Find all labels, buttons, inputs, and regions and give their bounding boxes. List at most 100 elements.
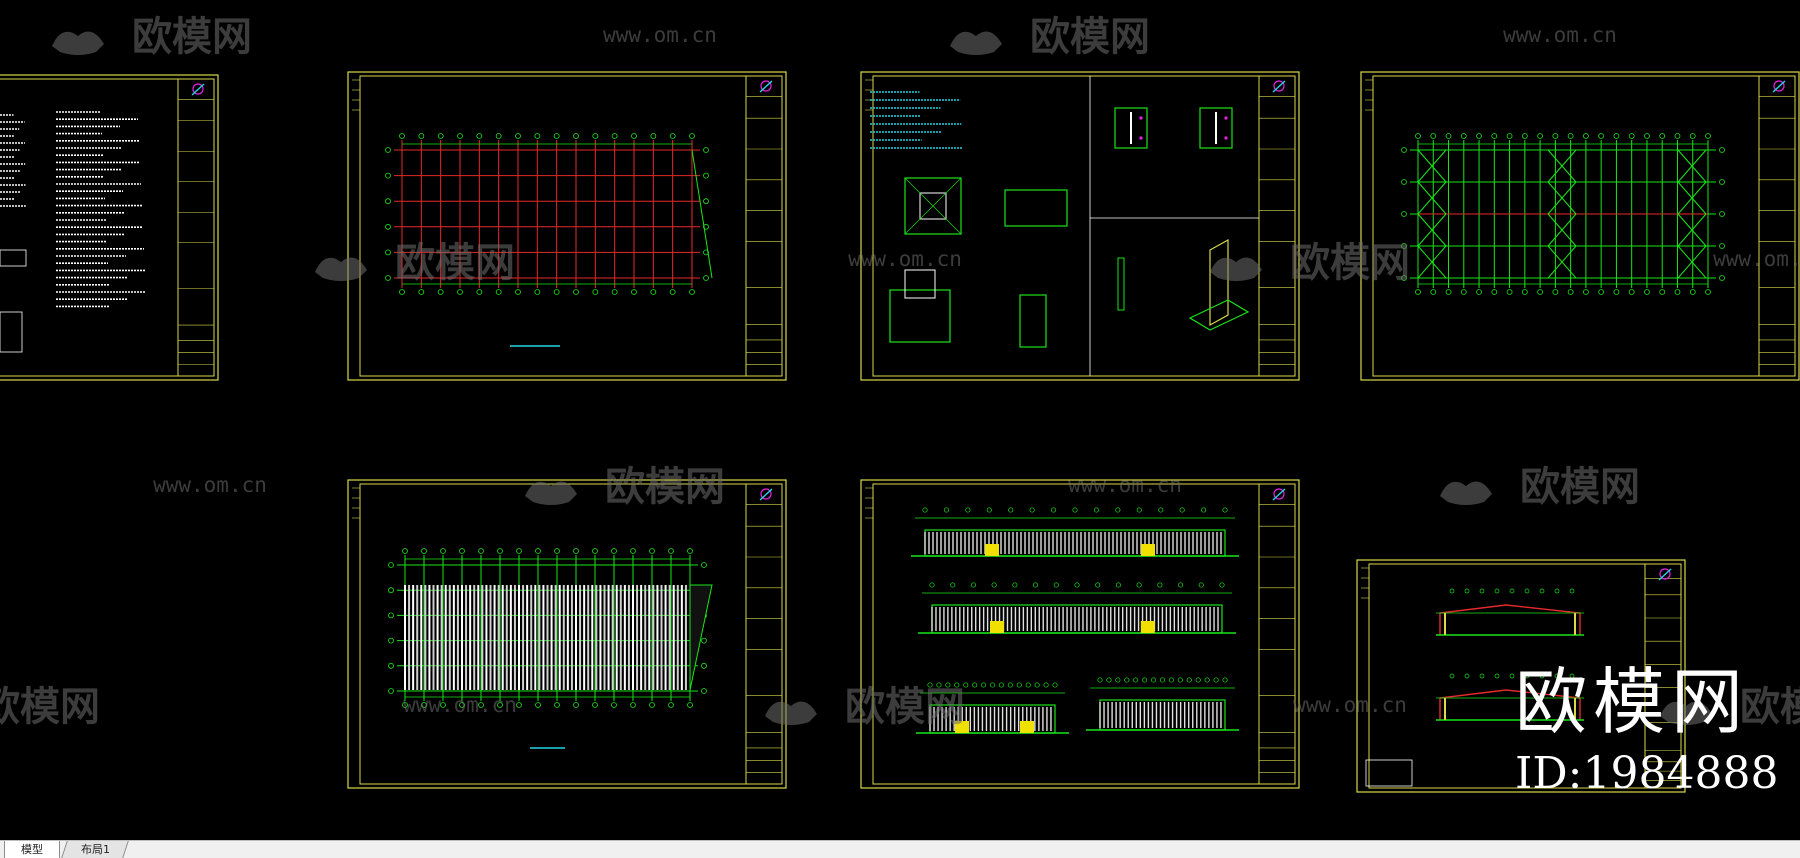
bracing-cross	[1677, 149, 1707, 183]
axis-bubble	[998, 682, 1004, 688]
axis-bubble	[1537, 289, 1544, 295]
axis-bubble	[421, 548, 427, 554]
tab-layout1-label: 布局1	[80, 843, 110, 856]
drawing-sheet-6	[1356, 559, 1686, 793]
layout-tab-bar: 模型 布局1	[0, 840, 1800, 858]
axis-bubble	[1460, 133, 1467, 139]
axis-bubble	[1415, 289, 1421, 295]
bracing-cross	[1417, 181, 1447, 215]
axis-bubble	[388, 612, 394, 619]
pier	[904, 269, 936, 299]
axis-bubble	[1178, 582, 1184, 588]
watermark-sofa-icon	[1440, 481, 1492, 505]
axis-bubble	[1569, 588, 1575, 594]
axis-bubble	[1029, 507, 1035, 513]
axis-bubble	[1494, 673, 1500, 679]
watermark-url: www.om.cn	[1503, 23, 1617, 47]
column-detail	[1019, 294, 1047, 348]
axis-bubble	[573, 702, 579, 708]
elevation-outline	[924, 529, 1226, 557]
axis-bubble	[1569, 673, 1575, 679]
axis-bubble	[1539, 673, 1545, 679]
axis-bubble	[1598, 133, 1605, 139]
axis-bubble	[1142, 677, 1148, 683]
company-logo-icon	[1273, 488, 1285, 500]
axis-bubble	[457, 133, 463, 139]
axis-bubble	[1554, 588, 1560, 594]
door-opening	[955, 721, 969, 733]
axis-bubble	[573, 548, 579, 554]
bracing-cross	[1417, 213, 1447, 247]
axis-bubble	[421, 702, 427, 708]
tab-model[interactable]: 模型	[4, 841, 60, 858]
axis-bubble	[1158, 507, 1164, 513]
axis-bubble	[650, 289, 657, 295]
axis-bubble	[1222, 507, 1228, 513]
axis-bubble	[1689, 133, 1696, 139]
watermark-url: www.om.cn	[153, 473, 267, 497]
axis-bubble	[495, 133, 502, 139]
column-section	[919, 192, 947, 220]
axis-bubble	[1479, 673, 1485, 679]
diagonal	[904, 177, 962, 235]
bracing-cross	[1547, 245, 1577, 279]
bracing-cross	[1547, 181, 1577, 215]
company-logo-mark	[759, 80, 773, 93]
company-logo-icon	[760, 80, 772, 92]
axis-bubble	[1157, 582, 1163, 588]
axis-bubble	[476, 289, 483, 295]
axis-bubble	[457, 289, 463, 295]
sheet-border	[860, 71, 1300, 381]
axis-bubble	[1016, 682, 1022, 688]
axis-bubble	[385, 198, 391, 205]
axis-bubble	[687, 548, 693, 554]
elevation-outline	[1099, 699, 1226, 731]
tab-layout1[interactable]: 布局1	[61, 841, 129, 858]
axis-bubble	[1415, 133, 1421, 139]
axis-bubble	[689, 289, 695, 295]
watermark-url: www.om.cn	[1713, 247, 1800, 271]
watermark-brand: 欧模网	[132, 14, 252, 60]
axis-bubble	[1598, 289, 1605, 295]
axis-bubble	[1401, 179, 1407, 185]
axis-bubble	[1524, 673, 1530, 679]
axis-bubble	[1506, 133, 1513, 139]
axis-bubble	[592, 548, 598, 554]
axis-bubble	[1445, 289, 1452, 295]
axis-bubble	[478, 548, 484, 554]
axis-bubble	[1659, 133, 1666, 139]
axis-bubble	[1491, 289, 1498, 295]
axis-bubble	[1479, 588, 1485, 594]
notes-table	[0, 311, 23, 353]
axis-bubble	[553, 289, 560, 295]
axis-bubble	[1401, 275, 1407, 281]
axis-bubble	[553, 133, 560, 139]
sheet-inner-border	[872, 483, 1296, 785]
axis-bubble	[1644, 133, 1650, 139]
axis-bubble	[981, 682, 987, 688]
axis-bubble	[1222, 677, 1228, 683]
axis-bubble	[385, 249, 391, 256]
axis-bubble	[497, 548, 503, 554]
axis-bubble	[1644, 289, 1650, 295]
axis-bubble	[1430, 133, 1437, 139]
watermark-sofa-icon	[950, 31, 1002, 55]
axis-bubble	[440, 548, 446, 554]
axis-bubble	[669, 133, 676, 139]
watermark-sofa-icon	[525, 481, 577, 505]
company-logo-icon	[760, 488, 772, 500]
axis-bubble	[1401, 211, 1407, 217]
company-logo-mark	[1658, 568, 1672, 581]
tab-model-label: 模型	[21, 843, 43, 856]
i-beam-section	[1114, 107, 1148, 149]
axis-bubble	[611, 289, 618, 295]
axis-bubble	[534, 133, 541, 139]
sheet-border	[1356, 559, 1686, 793]
axis-bubble	[1106, 677, 1112, 683]
axis-bubble	[495, 289, 502, 295]
drawing-sheet-2	[860, 71, 1300, 381]
axis-bubble	[668, 702, 674, 708]
